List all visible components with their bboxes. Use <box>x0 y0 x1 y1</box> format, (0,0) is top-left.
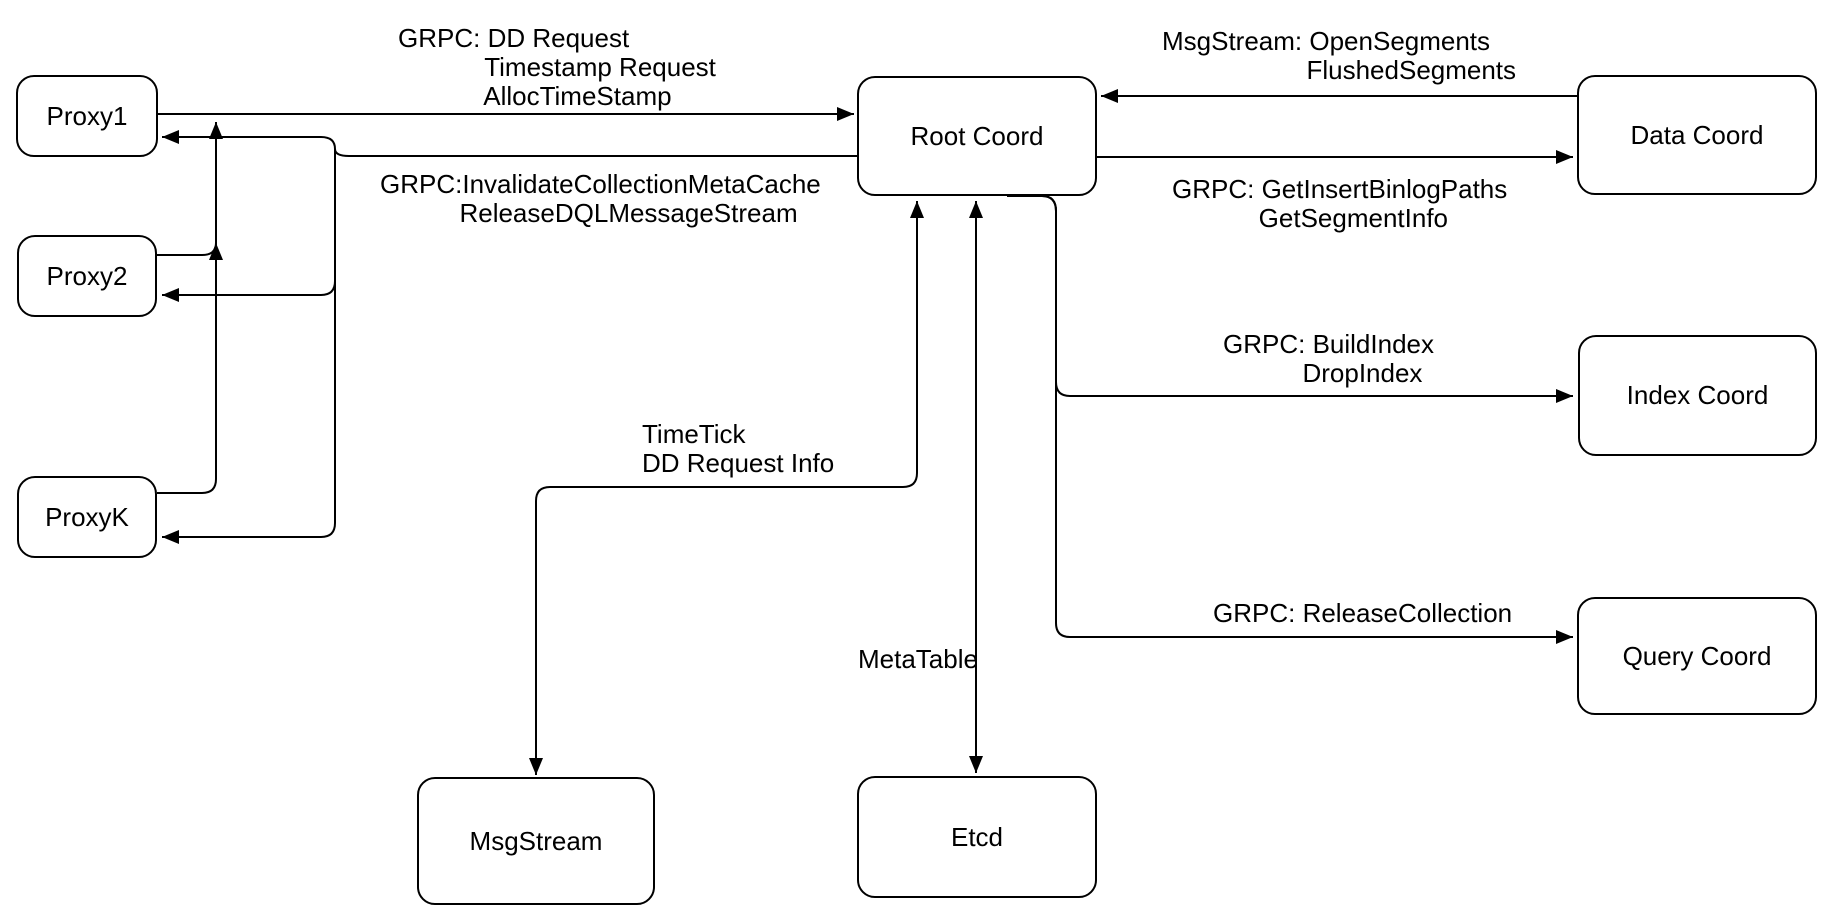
label-root-to-msgstream: TimeTick DD Request Info <box>642 419 835 478</box>
node-msgstream: MsgStream <box>417 777 655 905</box>
node-root-coord: Root Coord <box>857 76 1097 196</box>
node-proxy2-label: Proxy2 <box>46 260 128 291</box>
node-proxy1-label: Proxy1 <box>46 100 128 131</box>
label-root-to-proxies: GRPC:InvalidateCollectionMetaCache Relea… <box>380 169 821 228</box>
node-query-coord: Query Coord <box>1577 597 1817 715</box>
node-data-coord-label: Data Coord <box>1630 119 1764 150</box>
node-query-coord-label: Query Coord <box>1622 640 1772 671</box>
label-root-to-query: GRPC: ReleaseCollection <box>1213 598 1513 628</box>
edge-rootcoord-to-querycoord <box>1007 195 1573 644</box>
node-proxyk: ProxyK <box>17 476 157 558</box>
node-index-coord-label: Index Coord <box>1626 380 1769 410</box>
edge-rootcoord-to-proxy1 <box>162 130 857 157</box>
edge-rootcoord-msgstream <box>529 201 924 775</box>
label-root-to-data: GRPC: GetInsertBinlogPaths GetSegmentInf… <box>1172 174 1508 233</box>
node-etcd: Etcd <box>857 776 1097 898</box>
node-msgstream-label: MsgStream <box>469 825 603 856</box>
node-etcd-label: Etcd <box>950 821 1004 852</box>
edge-proxyk-up-join <box>157 122 223 494</box>
label-data-to-root: MsgStream: OpenSegments FlushedSegments <box>1162 26 1517 85</box>
label-root-to-index: GRPC: BuildIndex DropIndex <box>1223 329 1434 388</box>
node-proxyk-label: ProxyK <box>45 501 129 532</box>
node-proxy2: Proxy2 <box>17 235 157 317</box>
node-data-coord: Data Coord <box>1577 75 1817 195</box>
edge-rootcoord-to-proxyk <box>162 149 336 544</box>
label-root-to-etcd: MetaTable <box>858 644 978 674</box>
label-proxies-to-root: GRPC: DD Request Timestamp Request Alloc… <box>398 23 716 111</box>
node-index-coord: Index Coord <box>1578 335 1817 456</box>
node-root-coord-label: Root Coord <box>910 120 1044 151</box>
edge-rootcoord-to-proxy2 <box>162 149 336 302</box>
edge-proxy2-up-join <box>157 242 223 261</box>
node-proxy1: Proxy1 <box>16 75 158 157</box>
